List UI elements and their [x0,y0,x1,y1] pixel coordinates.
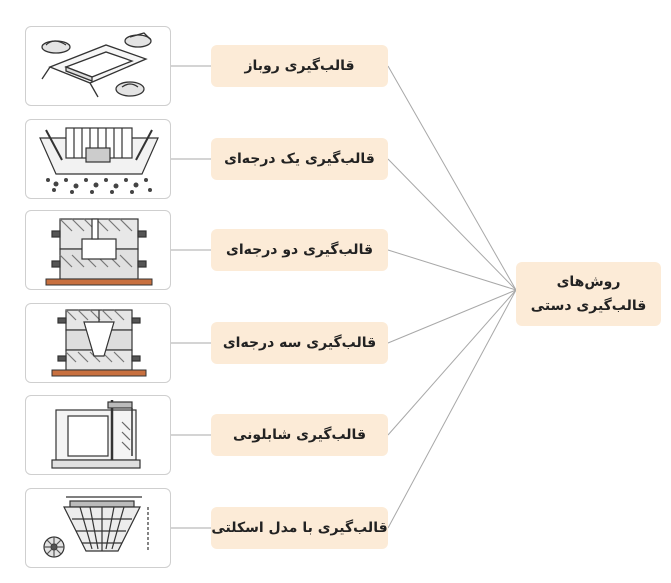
method-three-flask: قالب‌گیری سه درجه‌ای [211,322,388,364]
method-skeleton-pattern: قالب‌گیری با مدل اسکلتی [211,507,388,549]
method-label: قالب‌گیری دو درجه‌ای [226,242,373,258]
method-label: قالب‌گیری روباز [244,58,355,74]
fan-line-5 [387,289,517,529]
thumb-single-flask [25,119,171,199]
thumb-open-mold [25,26,171,106]
thumb-template-mold [25,395,171,475]
thumb-skeleton-pattern [25,488,171,568]
main-topic-line2: قالب‌گیری دستی [530,298,647,314]
method-label: قالب‌گیری شابلونی [233,427,366,443]
bottom-board [45,278,153,286]
method-label: قالب‌گیری یک درجه‌ای [224,151,375,167]
method-two-flask: قالب‌گیری دو درجه‌ای [211,229,388,271]
main-topic-line1: روش‌های [556,274,621,290]
method-single-flask: قالب‌گیری یک درجه‌ای [211,138,388,180]
method-template-mold: قالب‌گیری شابلونی [211,414,388,456]
template-mold-illustration [51,400,141,469]
fan-line-4 [387,289,517,436]
two-flask-mold-illustration [45,218,153,286]
three-flask-mold-illustration [51,309,147,377]
open-mold-illustration [41,32,152,98]
method-label: قالب‌گیری با مدل اسکلتی [211,520,388,536]
thumb-two-flask [25,210,171,290]
single-flask-mold-illustration [39,127,159,194]
fan-line-2 [387,249,517,291]
thumb-three-flask [25,303,171,383]
method-open-mold: قالب‌گیری روباز [211,45,388,87]
main-topic-box: روش‌های قالب‌گیری دستی [516,262,661,326]
fan-line-1 [387,158,517,291]
fan-line-3 [387,289,517,344]
skeleton-pattern-illustration [43,496,149,558]
method-label: قالب‌گیری سه درجه‌ای [222,335,377,351]
fan-line-0 [387,65,517,291]
